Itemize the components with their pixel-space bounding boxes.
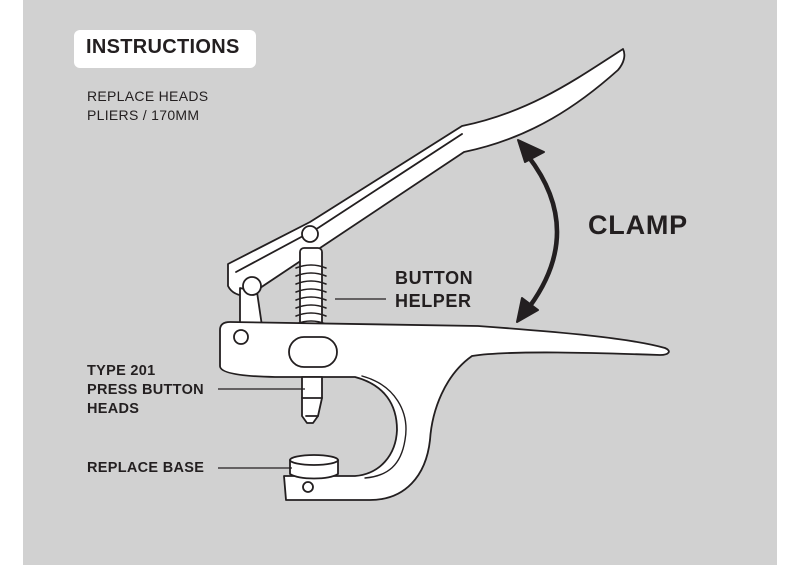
heads-label-line3: HEADS <box>87 401 140 417</box>
product-name-line2: PLIERS / 170MM <box>87 107 200 123</box>
product-name-line1: REPLACE HEADS <box>87 88 209 104</box>
page-title: INSTRUCTIONS <box>86 36 240 58</box>
clamp-arrow <box>516 139 560 323</box>
upper-handle <box>227 48 626 297</box>
title-badge <box>74 30 256 68</box>
upper-handle-inner-line <box>235 133 463 273</box>
main-pivot-pin <box>233 329 249 345</box>
clamp-arrow-head-bottom <box>516 297 539 323</box>
button-helper-label-line1: BUTTON <box>395 268 474 288</box>
lever-pivot-pin <box>242 276 262 296</box>
clamp-label: CLAMP <box>588 210 688 240</box>
replace-base-label: REPLACE BASE <box>87 460 205 476</box>
body-slot <box>288 336 338 368</box>
base-rivet <box>302 481 314 493</box>
clamp-arrow-arc <box>526 154 560 308</box>
press-head <box>301 376 323 424</box>
clamp-arrow-head-top <box>517 139 545 163</box>
button-helper-label-line2: HELPER <box>395 291 472 311</box>
heads-label-line2: PRESS BUTTON <box>87 382 204 398</box>
heads-label-line1: TYPE 201 <box>87 363 156 379</box>
replace-base-top <box>289 454 339 466</box>
lower-body <box>219 321 670 501</box>
lever-rivet <box>301 225 319 243</box>
lower-jaw-inner-line <box>361 375 407 479</box>
